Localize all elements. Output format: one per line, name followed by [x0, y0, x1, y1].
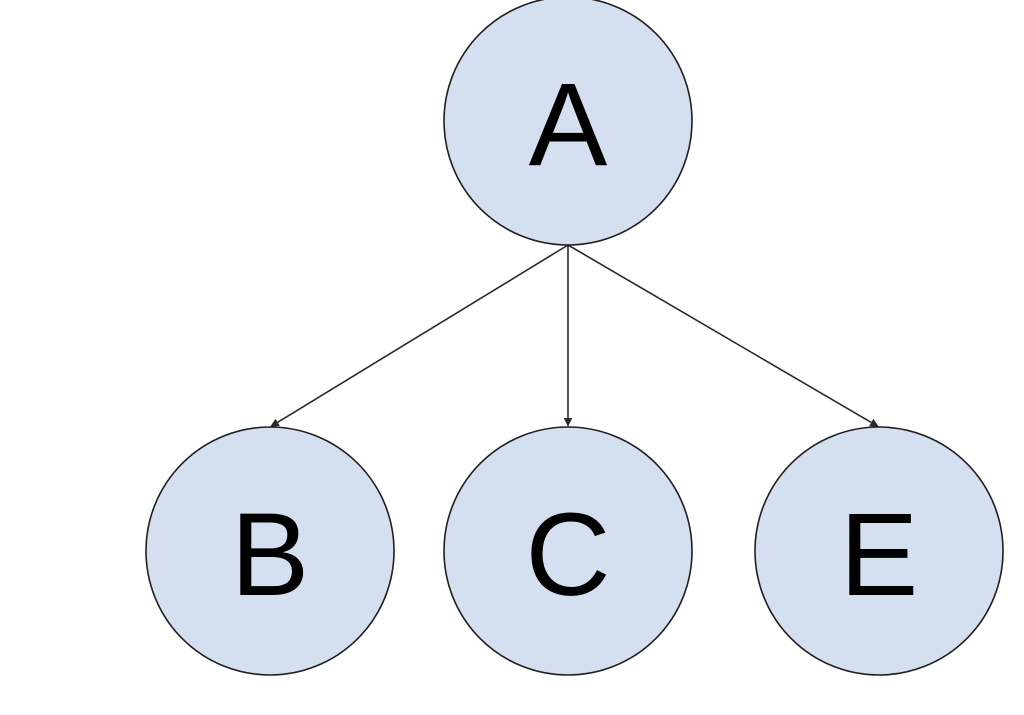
edges-group [270, 244, 879, 427]
edge-A-E [567, 244, 872, 424]
node-label-A: A [529, 59, 608, 191]
arrowhead-A-C [563, 418, 573, 427]
node-E: E [754, 426, 1004, 676]
node-C: C [443, 426, 693, 676]
node-circle-E [754, 426, 1004, 676]
node-circle-C [443, 426, 693, 676]
nodes-group: A B C E [145, 0, 1004, 676]
node-label-B: B [231, 489, 310, 621]
node-B: B [145, 426, 395, 676]
node-label-E: E [840, 489, 919, 621]
node-A: A [443, 0, 693, 246]
node-circle-A [443, 0, 693, 246]
arrowhead-A-B [270, 418, 280, 427]
node-label-C: C [525, 489, 610, 621]
arrowhead-A-E [869, 418, 879, 427]
node-circle-B [145, 426, 395, 676]
edge-A-B [277, 244, 569, 423]
